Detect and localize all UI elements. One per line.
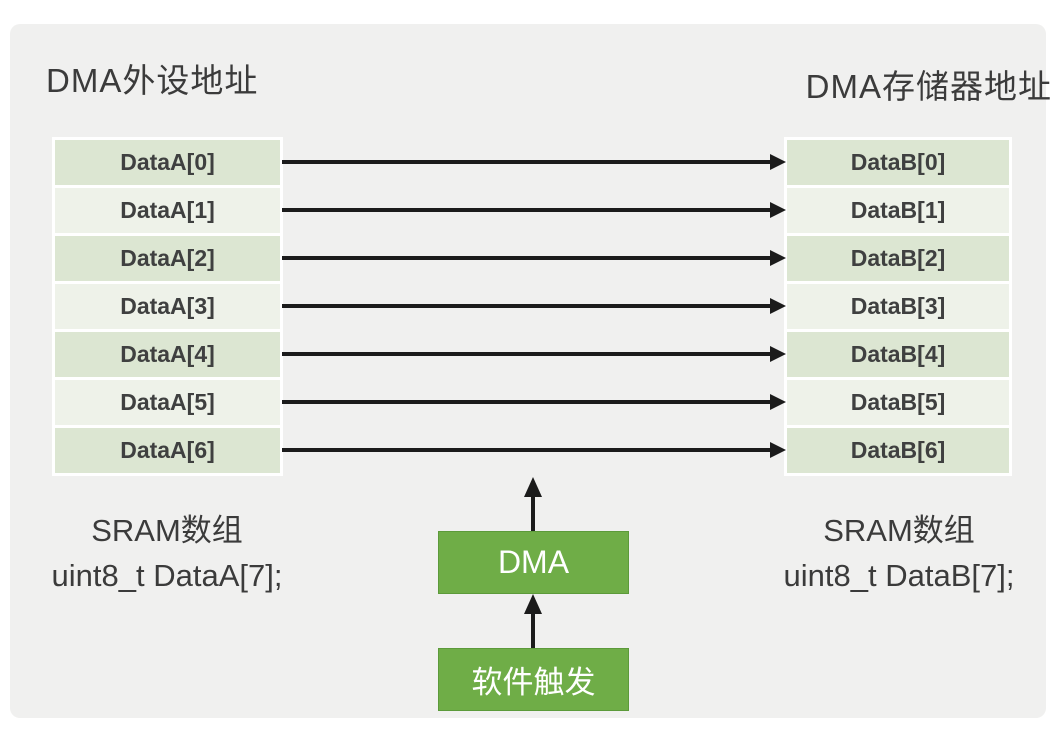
memory-row-dataA3: DataA[3]	[55, 284, 280, 329]
dma-block: DMA	[438, 531, 629, 594]
right-sram-caption-line2: uint8_t DataB[7];	[783, 558, 1015, 593]
memory-row-dataB6: DataB[6]	[787, 428, 1009, 473]
memory-row-dataB4: DataB[4]	[787, 332, 1009, 377]
trigger-up-arrow	[524, 594, 542, 648]
memory-row-dataA4: DataA[4]	[55, 332, 280, 377]
right-sram-caption-line1: SRAM数组	[823, 513, 975, 548]
left-sram-caption-line1: SRAM数组	[91, 513, 243, 548]
peripheral-memory-table: DataA[0] DataA[1] DataA[2] DataA[3] Data…	[52, 137, 283, 476]
right-sram-caption: SRAM数组 uint8_t DataB[7];	[748, 508, 1050, 598]
memory-row-dataB2: DataB[2]	[787, 236, 1009, 281]
transfer-arrow-5	[282, 394, 786, 410]
transfer-arrow-6	[282, 442, 786, 458]
right-header: DMA存储器地址	[805, 68, 1052, 105]
left-header: DMA外设地址	[46, 62, 259, 99]
memory-row-dataA5: DataA[5]	[55, 380, 280, 425]
memory-row-dataB0: DataB[0]	[787, 140, 1009, 185]
memory-row-dataB3: DataB[3]	[787, 284, 1009, 329]
transfer-arrow-4	[282, 346, 786, 362]
transfer-arrow-3	[282, 298, 786, 314]
diagram-canvas: DMA外设地址 DMA存储器地址 DataA[0] DataA[1] DataA…	[10, 24, 1051, 718]
memory-row-dataA2: DataA[2]	[55, 236, 280, 281]
left-sram-caption-line2: uint8_t DataA[7];	[51, 558, 283, 593]
software-trigger-block: 软件触发	[438, 648, 629, 711]
memory-row-dataA6: DataA[6]	[55, 428, 280, 473]
storage-memory-table: DataB[0] DataB[1] DataB[2] DataB[3] Data…	[784, 137, 1012, 476]
memory-row-dataA1: DataA[1]	[55, 188, 280, 233]
memory-row-dataB1: DataB[1]	[787, 188, 1009, 233]
transfer-arrow-2	[282, 250, 786, 266]
memory-row-dataA0: DataA[0]	[55, 140, 280, 185]
dma-output-up-arrow	[524, 477, 542, 531]
left-sram-caption: SRAM数组 uint8_t DataA[7];	[16, 508, 318, 598]
transfer-arrow-0	[282, 154, 786, 170]
memory-row-dataB5: DataB[5]	[787, 380, 1009, 425]
transfer-arrow-1	[282, 202, 786, 218]
